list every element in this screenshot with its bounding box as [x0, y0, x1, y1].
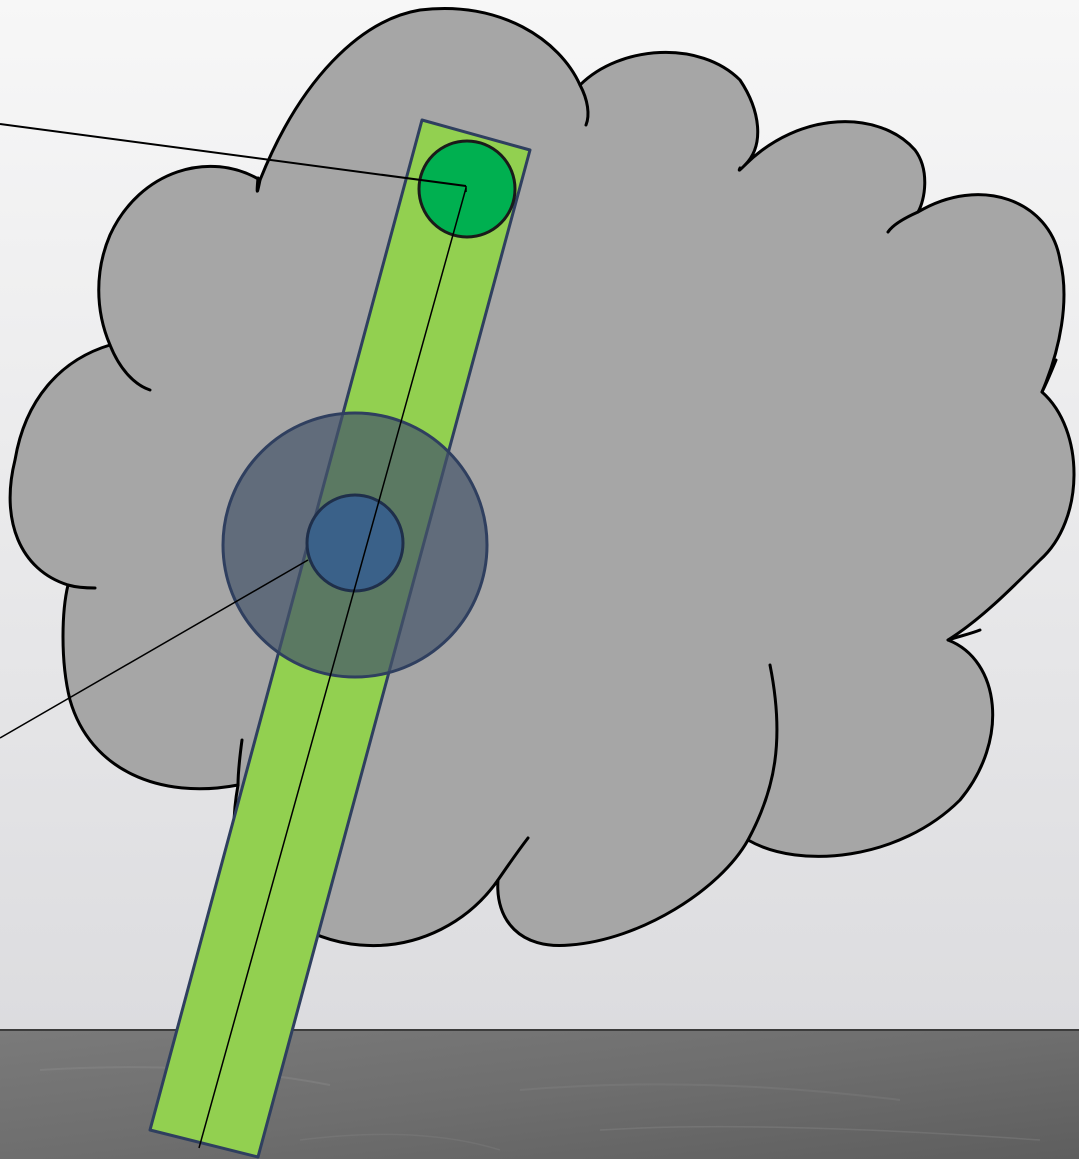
blue-hub-circle [307, 495, 403, 591]
green-circle-top [419, 141, 515, 237]
